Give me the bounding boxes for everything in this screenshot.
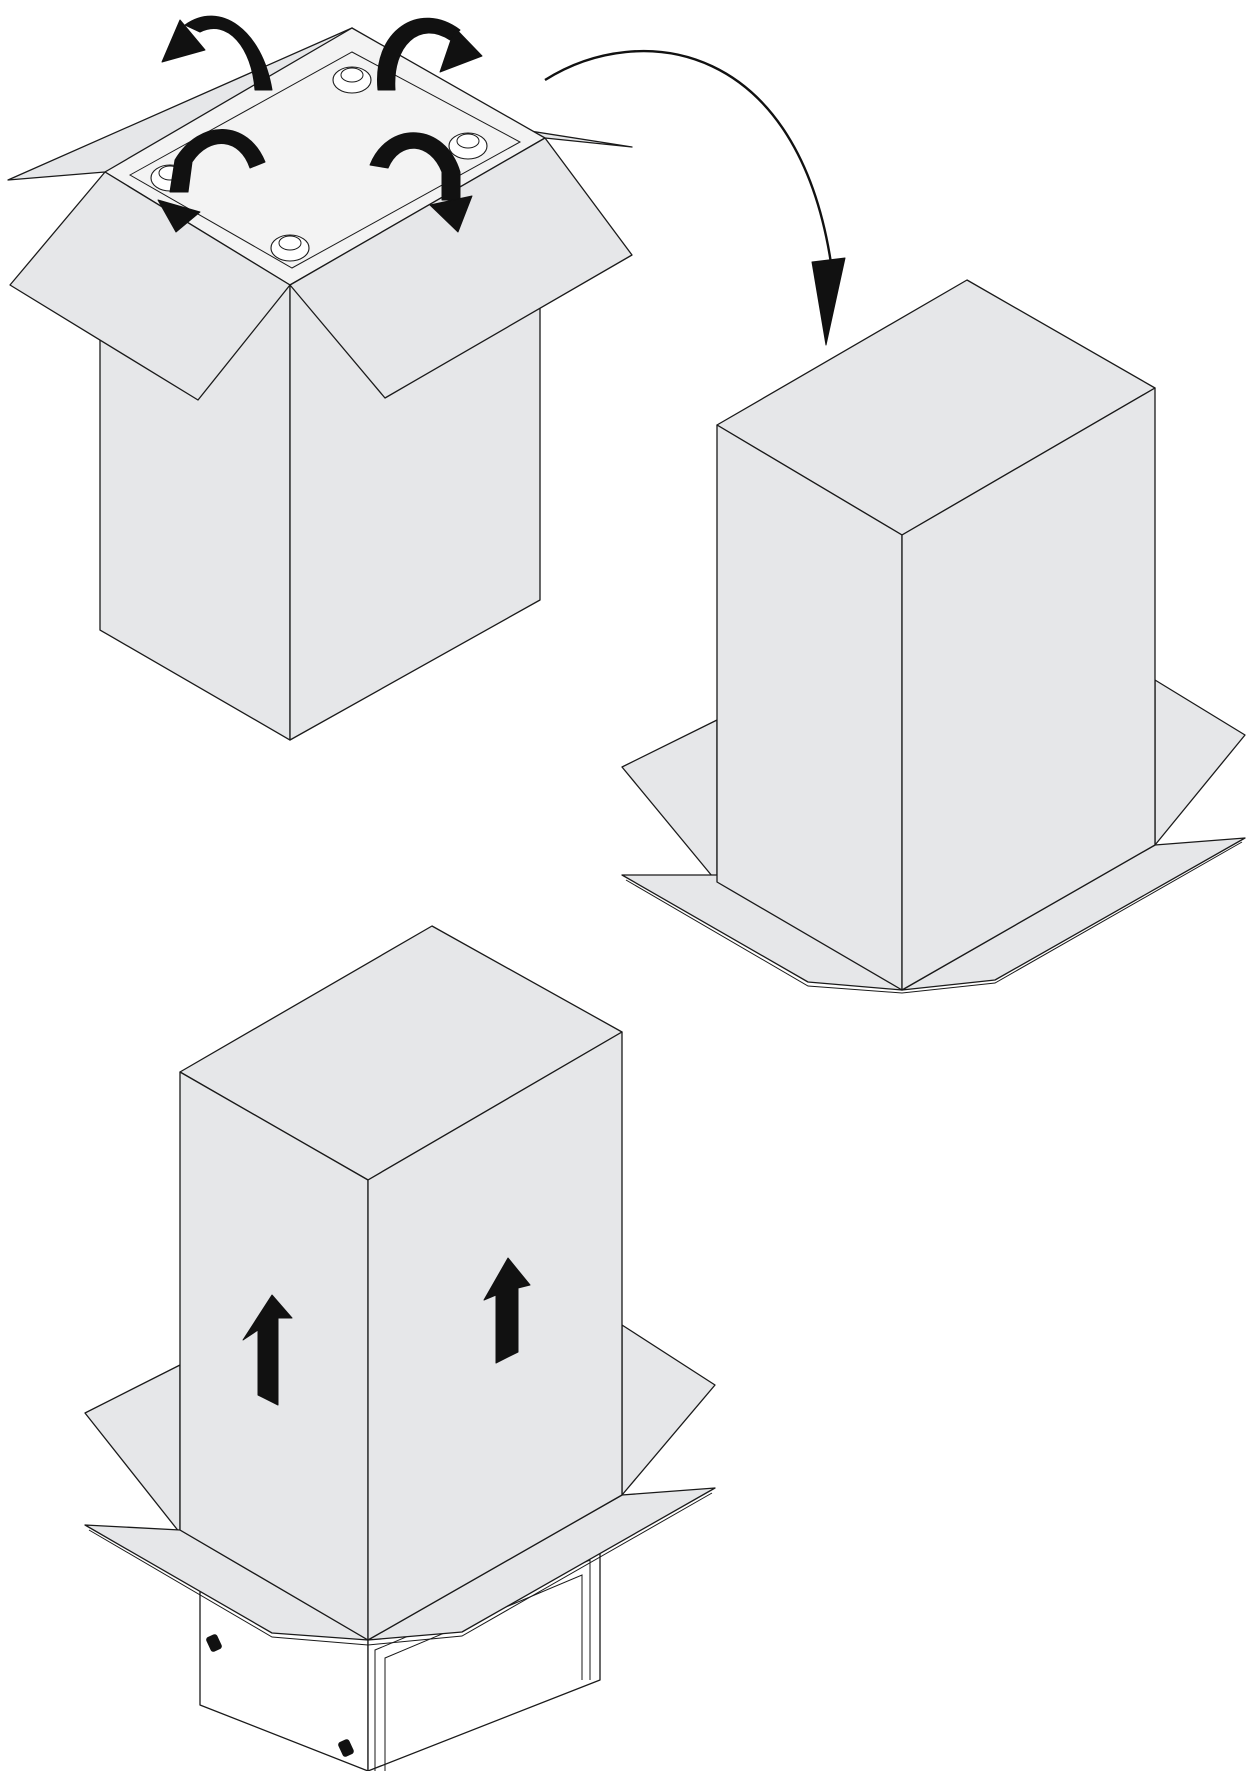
cushion-pad-1 — [332, 66, 372, 94]
back-left-flap-down — [621, 719, 718, 883]
unit-fastener-1-icon — [206, 1634, 222, 1652]
back-left-flap-down — [84, 1364, 181, 1534]
rotate-arrow-bottom-left-icon — [157, 129, 266, 233]
back-right-flap-down — [1154, 679, 1246, 846]
step-1-open-box — [7, 15, 633, 741]
opening-inner-rim — [128, 51, 522, 269]
rotate-arrow-top-left-icon — [161, 15, 273, 91]
step-2-inverted-box — [621, 279, 1246, 994]
up-arrow-right-icon — [483, 1257, 531, 1364]
back-right-flap-down — [621, 1324, 716, 1496]
rotate-arrow-bottom-right-icon — [369, 132, 473, 233]
cushion-pad-4 — [270, 234, 310, 262]
curved-arrow-down-icon — [544, 49, 846, 346]
box-right-face — [367, 1031, 623, 1641]
rotate-arrow-top-right-icon — [377, 17, 483, 91]
step-3-lift-box — [84, 925, 716, 1771]
unit-fastener-2-icon — [338, 1739, 354, 1757]
box-right-face — [901, 387, 1156, 991]
cushion-pad-2 — [448, 132, 488, 160]
up-arrow-left-icon — [242, 1294, 293, 1406]
